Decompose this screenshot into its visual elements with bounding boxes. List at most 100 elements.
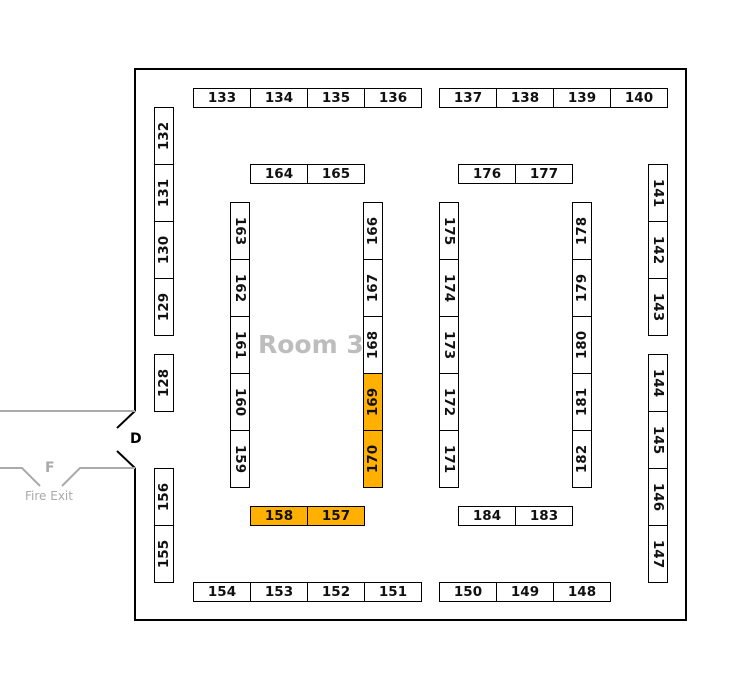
booth-179[interactable]: 179 (572, 259, 592, 317)
booth-number: 142 (650, 235, 666, 265)
booth-number: 134 (264, 90, 294, 106)
booth-number: 132 (156, 121, 172, 151)
booth-139[interactable]: 139 (553, 88, 611, 108)
booth-132[interactable]: 132 (154, 107, 174, 165)
booth-160[interactable]: 160 (230, 373, 250, 431)
booth-167[interactable]: 167 (363, 259, 383, 317)
booth-number: 175 (441, 216, 457, 246)
booth-157[interactable]: 157 (307, 506, 365, 526)
booth-136[interactable]: 136 (364, 88, 422, 108)
booth-number: 148 (567, 584, 597, 600)
booth-174[interactable]: 174 (439, 259, 459, 317)
room-label: Room 3 (258, 330, 364, 359)
booth-number: 180 (574, 330, 590, 360)
booth-number: 157 (321, 508, 351, 524)
booth-129[interactable]: 129 (154, 278, 174, 336)
booth-number: 129 (156, 292, 172, 322)
booth-156[interactable]: 156 (154, 468, 174, 526)
booth-number: 138 (510, 90, 540, 106)
booth-176[interactable]: 176 (458, 164, 516, 184)
booth-number: 179 (574, 273, 590, 303)
booth-146[interactable]: 146 (648, 468, 668, 526)
booth-133[interactable]: 133 (193, 88, 251, 108)
booth-142[interactable]: 142 (648, 221, 668, 279)
booth-183[interactable]: 183 (515, 506, 573, 526)
booth-180[interactable]: 180 (572, 316, 592, 374)
booth-159[interactable]: 159 (230, 430, 250, 488)
booth-number: 135 (321, 90, 351, 106)
booth-154[interactable]: 154 (193, 582, 251, 602)
booth-151[interactable]: 151 (364, 582, 422, 602)
booth-145[interactable]: 145 (648, 411, 668, 469)
booth-140[interactable]: 140 (610, 88, 668, 108)
booth-171[interactable]: 171 (439, 430, 459, 488)
booth-168[interactable]: 168 (363, 316, 383, 374)
booth-161[interactable]: 161 (230, 316, 250, 374)
booth-175[interactable]: 175 (439, 202, 459, 260)
booth-number: 164 (264, 166, 294, 182)
booth-149[interactable]: 149 (496, 582, 554, 602)
booth-162[interactable]: 162 (230, 259, 250, 317)
booth-148[interactable]: 148 (553, 582, 611, 602)
booth-number: 176 (472, 166, 502, 182)
booth-number: 181 (574, 387, 590, 417)
booth-number: 168 (365, 330, 381, 360)
booth-128[interactable]: 128 (154, 354, 174, 412)
booth-number: 169 (365, 387, 381, 417)
fire-exit-letter: F (45, 460, 55, 476)
booth-182[interactable]: 182 (572, 430, 592, 488)
booth-166[interactable]: 166 (363, 202, 383, 260)
booth-number: 146 (650, 482, 666, 512)
booth-number: 152 (321, 584, 351, 600)
booth-number: 145 (650, 425, 666, 455)
booth-number: 147 (650, 539, 666, 569)
booth-130[interactable]: 130 (154, 221, 174, 279)
booth-number: 155 (156, 539, 172, 569)
booth-138[interactable]: 138 (496, 88, 554, 108)
booth-number: 178 (574, 216, 590, 246)
booth-number: 143 (650, 292, 666, 322)
booth-number: 182 (574, 444, 590, 474)
booth-number: 154 (207, 584, 237, 600)
booth-177[interactable]: 177 (515, 164, 573, 184)
booth-144[interactable]: 144 (648, 354, 668, 412)
booth-184[interactable]: 184 (458, 506, 516, 526)
booth-number: 165 (321, 166, 351, 182)
booth-173[interactable]: 173 (439, 316, 459, 374)
booth-137[interactable]: 137 (439, 88, 497, 108)
booth-134[interactable]: 134 (250, 88, 308, 108)
booth-number: 136 (378, 90, 408, 106)
booth-number: 150 (453, 584, 483, 600)
booth-131[interactable]: 131 (154, 164, 174, 222)
booth-number: 160 (232, 387, 248, 417)
booth-152[interactable]: 152 (307, 582, 365, 602)
booth-178[interactable]: 178 (572, 202, 592, 260)
booth-163[interactable]: 163 (230, 202, 250, 260)
booth-number: 163 (232, 216, 248, 246)
booth-153[interactable]: 153 (250, 582, 308, 602)
booth-170[interactable]: 170 (363, 430, 383, 488)
fire-exit-label: Fire Exit (25, 489, 73, 503)
booth-155[interactable]: 155 (154, 525, 174, 583)
booth-number: 149 (510, 584, 540, 600)
booth-143[interactable]: 143 (648, 278, 668, 336)
booth-number: 131 (156, 178, 172, 208)
booth-number: 159 (232, 444, 248, 474)
booth-number: 172 (441, 387, 457, 417)
booth-169[interactable]: 169 (363, 373, 383, 431)
booth-181[interactable]: 181 (572, 373, 592, 431)
booth-147[interactable]: 147 (648, 525, 668, 583)
booth-number: 153 (264, 584, 294, 600)
booth-164[interactable]: 164 (250, 164, 308, 184)
booth-158[interactable]: 158 (250, 506, 308, 526)
booth-number: 144 (650, 368, 666, 398)
booth-135[interactable]: 135 (307, 88, 365, 108)
booth-number: 173 (441, 330, 457, 360)
booth-165[interactable]: 165 (307, 164, 365, 184)
booth-number: 141 (650, 178, 666, 208)
booth-number: 177 (529, 166, 559, 182)
booth-number: 139 (567, 90, 597, 106)
booth-141[interactable]: 141 (648, 164, 668, 222)
booth-172[interactable]: 172 (439, 373, 459, 431)
booth-150[interactable]: 150 (439, 582, 497, 602)
